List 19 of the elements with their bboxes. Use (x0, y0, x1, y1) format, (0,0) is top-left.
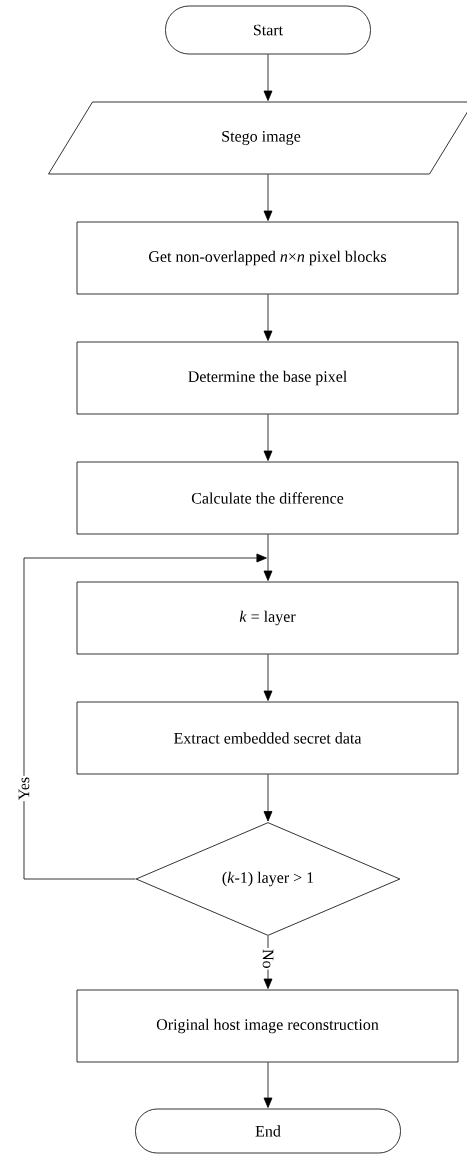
process-box: Calculate the difference (76, 461, 459, 535)
process-box: Extract embedded secret data (76, 701, 459, 775)
arrow (263, 654, 273, 701)
edge-label: Yes (18, 777, 30, 800)
process-box: k = layer (76, 581, 459, 655)
arrow (263, 174, 273, 221)
arrow (263, 935, 273, 989)
process-box: Determine the base pixel (76, 341, 459, 415)
process-box: Original host image reconstruction (76, 989, 459, 1063)
arrow (263, 774, 273, 822)
arrow (23, 553, 267, 880)
edge-label: No (262, 949, 274, 968)
arrow (263, 1062, 273, 1108)
arrow (263, 534, 273, 581)
arrow (263, 294, 273, 341)
process-box: Get non-overlapped n×n pixel blocks (76, 221, 459, 295)
arrow (263, 414, 273, 461)
arrow (263, 54, 273, 101)
input-parallelogram: Stego image (48, 101, 467, 175)
